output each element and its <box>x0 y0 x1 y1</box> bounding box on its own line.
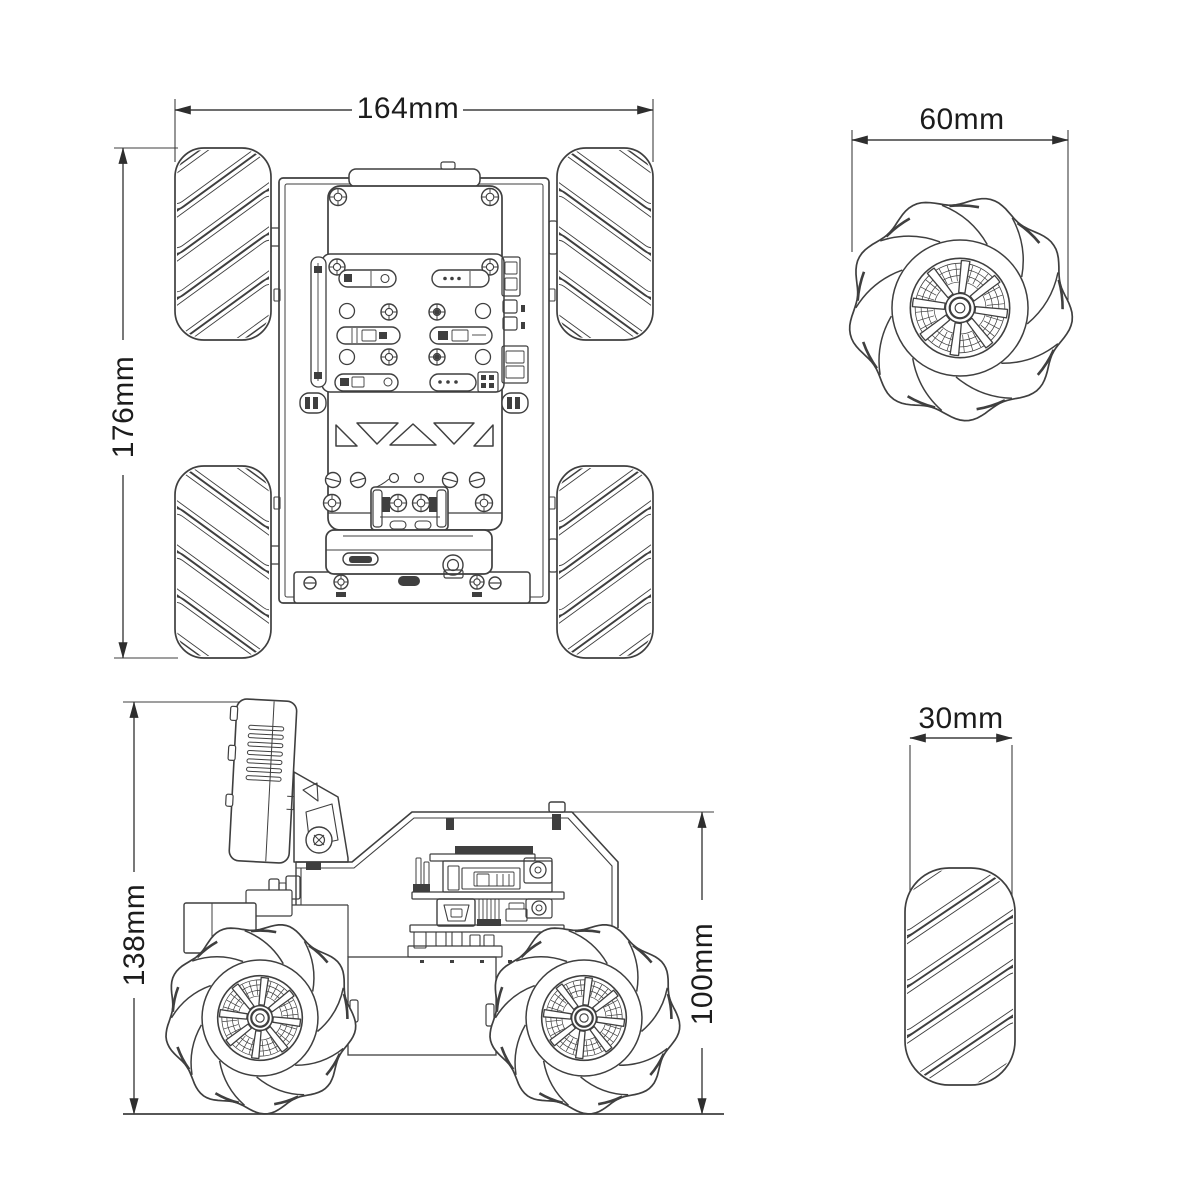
view-wheel-profile: 30mm <box>904 702 1016 1086</box>
dim-label-length: 176mm <box>107 356 140 459</box>
mecanum-wheel-front-left-top <box>174 147 272 341</box>
dimension-width-164mm: 164mm <box>174 92 654 162</box>
dimension-length-176mm: 176mm <box>107 147 178 659</box>
dim-label-body-height: 100mm <box>686 923 719 1026</box>
controller-boards <box>407 846 565 963</box>
mecanum-wheel-profile <box>904 867 1016 1086</box>
robot-chassis-top <box>262 161 561 604</box>
dimension-body-height-100mm: 100mm <box>572 811 719 1115</box>
mecanum-wheel-rear-right-top <box>556 465 654 659</box>
mecanum-wheel-side-rear <box>489 924 681 1115</box>
camera-module-side <box>225 698 298 864</box>
mecanum-wheel-rear-left-top <box>174 465 272 659</box>
chassis-lower-side <box>347 956 497 1056</box>
dim-label-wheel-diameter: 60mm <box>919 103 1004 136</box>
dimension-width-30mm: 30mm <box>909 702 1013 903</box>
view-robot-top: 164mm 176mm <box>107 92 654 659</box>
mecanum-wheel-side-front <box>165 924 357 1115</box>
dim-label-overall-height: 138mm <box>118 884 151 987</box>
dimension-diameter-60mm: 60mm <box>851 103 1069 300</box>
mecanum-wheel-front-right-top <box>556 147 654 341</box>
front-mount-and-motor <box>183 862 349 957</box>
chassis-cover-side <box>296 801 619 928</box>
dim-label-wheel-width: 30mm <box>918 702 1003 735</box>
camera-bracket <box>293 771 349 870</box>
view-robot-side: 138mm 100mm <box>118 698 724 1115</box>
view-wheel-front: 60mm <box>848 103 1074 422</box>
dim-label-width: 164mm <box>357 92 460 125</box>
dimension-height-138mm: 138mm <box>118 701 244 1115</box>
mecanum-wheel-front-view <box>848 197 1074 422</box>
